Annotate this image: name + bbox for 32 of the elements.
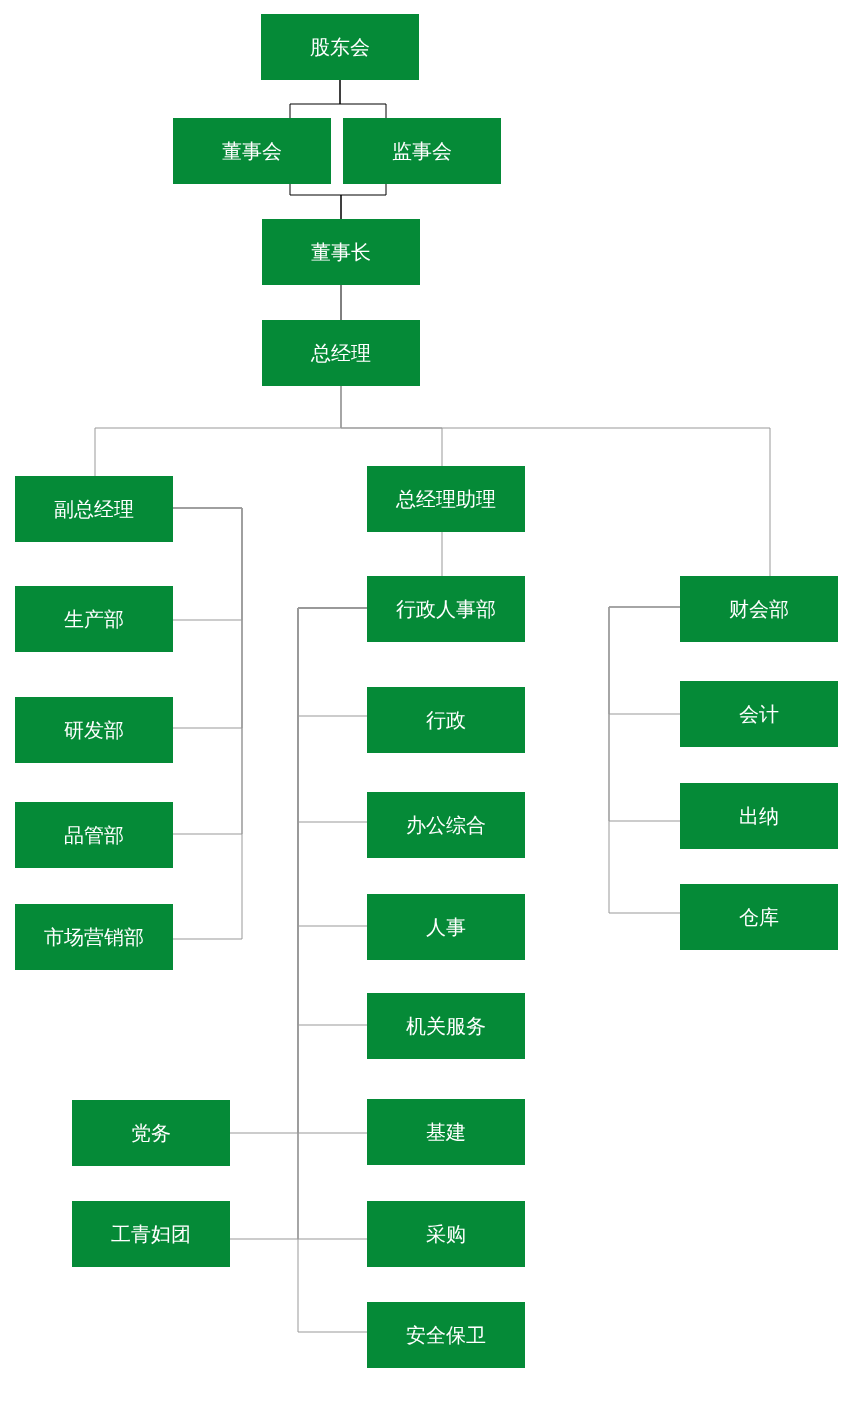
org-box: 副总经理	[15, 476, 173, 542]
org-box: 股东会	[261, 14, 419, 80]
org-box: 生产部	[15, 586, 173, 652]
org-box: 党务	[72, 1100, 230, 1166]
connector-line	[608, 606, 681, 914]
connector-line	[172, 507, 243, 940]
org-box: 采购	[367, 1201, 525, 1267]
org-box: 财会部	[680, 576, 838, 642]
org-box: 办公综合	[367, 792, 525, 858]
org-box: 出纳	[680, 783, 838, 849]
org-box: 董事长	[262, 219, 420, 285]
org-box: 总经理	[262, 320, 420, 386]
org-box: 品管部	[15, 802, 173, 868]
org-box: 安全保卫	[367, 1302, 525, 1368]
connector-line	[340, 284, 342, 321]
connector-line	[340, 385, 771, 577]
org-box: 仓库	[680, 884, 838, 950]
org-box: 行政	[367, 687, 525, 753]
org-box: 研发部	[15, 697, 173, 763]
org-box: 董事会	[173, 118, 331, 184]
org-box: 机关服务	[367, 993, 525, 1059]
connector-line	[339, 79, 387, 119]
connector-line	[340, 183, 387, 220]
org-box: 基建	[367, 1099, 525, 1165]
org-box: 工青妇团	[72, 1201, 230, 1267]
org-box: 人事	[367, 894, 525, 960]
org-box: 市场营销部	[15, 904, 173, 970]
org-box: 行政人事部	[367, 576, 525, 642]
org-box: 监事会	[343, 118, 501, 184]
org-box: 会计	[680, 681, 838, 747]
org-box: 总经理助理	[367, 466, 525, 532]
connector-line	[441, 531, 443, 577]
